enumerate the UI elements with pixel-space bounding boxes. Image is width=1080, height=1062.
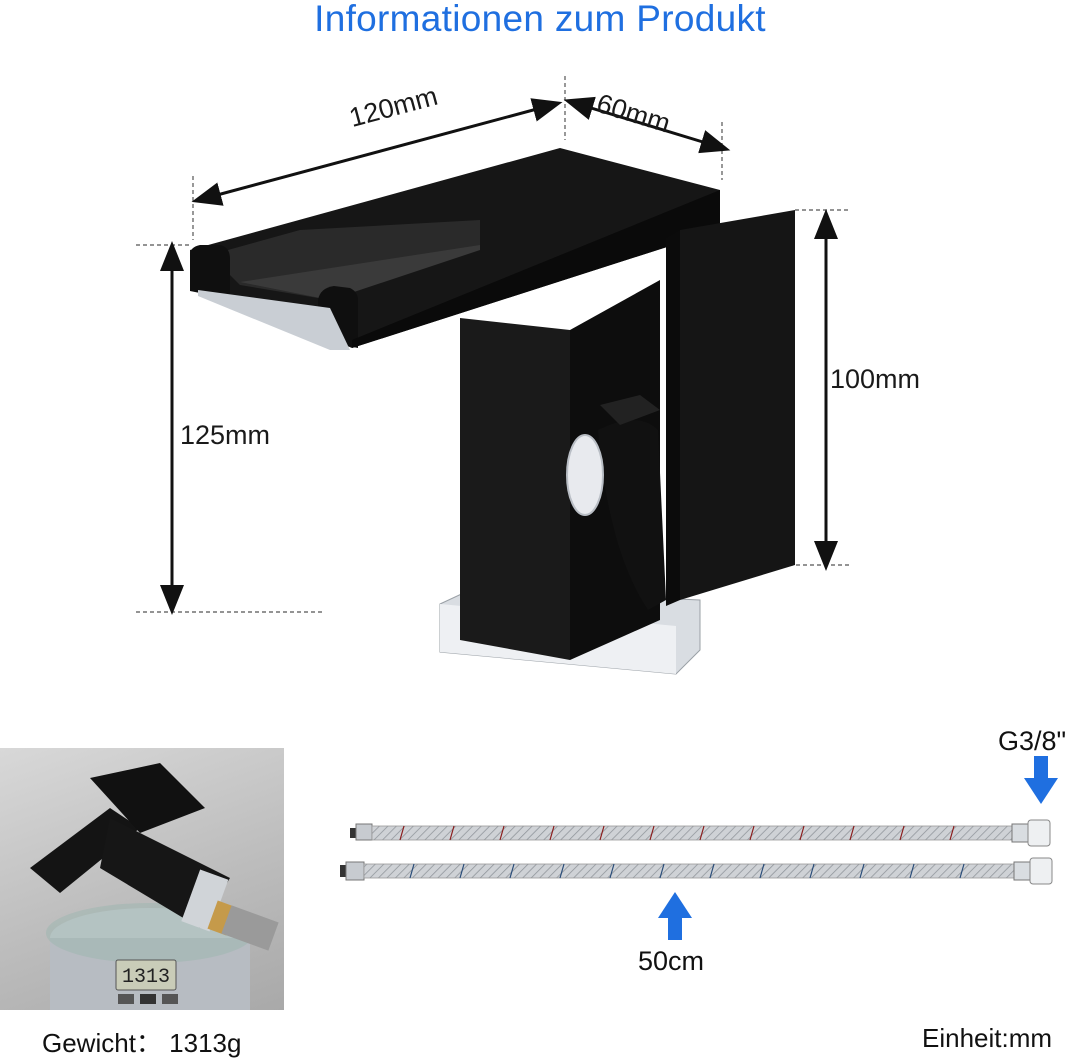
weight-caption: Gewicht： 1313g xyxy=(42,1028,242,1058)
weight-scale-photo: 1313 xyxy=(0,748,284,1010)
unit-note: Einheit:mm xyxy=(922,1023,1053,1053)
page-title: Informationen zum Produkt xyxy=(314,0,766,39)
hose-length-label: 50cm xyxy=(638,946,705,976)
dimension-total-height-label: 125mm xyxy=(180,420,271,450)
connector-size-label: G3/8" xyxy=(998,726,1067,756)
arrow-up-icon xyxy=(658,892,692,940)
arrow-down-icon xyxy=(1024,756,1058,804)
scale-display: 1313 xyxy=(122,966,170,989)
dimension-handle-height-label: 100mm xyxy=(830,364,921,394)
faucet-illustration xyxy=(136,76,850,675)
